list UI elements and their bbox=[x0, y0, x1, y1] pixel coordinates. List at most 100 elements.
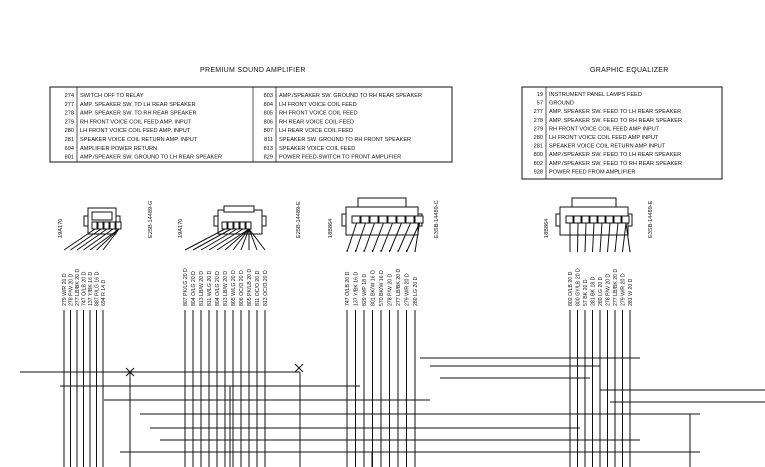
wire-label: 279 W/R 20 D bbox=[405, 273, 411, 306]
connector-pin bbox=[621, 215, 630, 224]
wire-label: 813 LB/W 20 D bbox=[223, 271, 229, 306]
wire-label: 804 O/LG 20 D bbox=[191, 271, 197, 306]
eq-legend-code: 800 bbox=[534, 152, 543, 158]
wire-label: 800 GY/LB 20 D bbox=[576, 268, 582, 306]
eq-legend-code: 278 bbox=[534, 118, 543, 124]
amp-legend-right-desc: SPEAKER VOICE COIL FEED bbox=[279, 146, 355, 152]
wire-label: 805 W/LG 20 D bbox=[231, 270, 237, 306]
connector-2-ref: 19A170 bbox=[178, 219, 184, 238]
wire bbox=[216, 228, 250, 251]
connector-1-part: E25B-14489-G bbox=[148, 201, 154, 238]
amp-title: PREMIUM SOUND AMPLIFIER bbox=[200, 67, 306, 74]
amp-legend-left-code: 281 bbox=[65, 137, 74, 143]
eq-legend-code: 281 bbox=[534, 144, 543, 150]
amp-legend-left-desc: SPEAKER VOICE COIL RETURN AMP. INPUT bbox=[80, 137, 198, 143]
amp-legend-left-desc: LH FRONT VOICE COIL FEED AMP. INPUT bbox=[80, 128, 191, 134]
wire bbox=[397, 222, 411, 253]
amp-legend-left-code: 279 bbox=[65, 119, 74, 125]
wire-label: 805 PK/LB 20 D bbox=[247, 269, 253, 306]
eq-legend-desc: AMP./SPEAKER SW. FEED TO LH REAR SPEAKER bbox=[549, 152, 681, 158]
wire bbox=[96, 228, 120, 251]
wire bbox=[614, 222, 619, 253]
eq-legend-desc: AMP. SPEAKER SW. FEED TO LH REAR SPEAKER bbox=[549, 109, 681, 115]
wire bbox=[224, 228, 250, 251]
wire-label: 570 BK/W 16 D bbox=[379, 270, 385, 306]
eq-legend-desc: LH FRONT VOICE COIL FEED AMP INPUT bbox=[549, 135, 659, 141]
amp-legend-right-desc: LH REAR VOICE COIL FEED bbox=[279, 128, 353, 134]
wire bbox=[248, 228, 266, 251]
connector-pin bbox=[221, 221, 228, 230]
connector-pin bbox=[396, 215, 406, 224]
eq-legend-code: 802 bbox=[534, 161, 543, 167]
wire-label: 806 OC/O 20 D bbox=[239, 270, 245, 306]
wire-label: 747 O/LB 20 D bbox=[345, 271, 351, 306]
connector-pin bbox=[115, 221, 122, 230]
wire bbox=[346, 222, 357, 253]
eq-legend-desc: AMP. SPEAKER SW. FEED TO RH REAR SPEAKER bbox=[549, 118, 682, 124]
amp-legend-right-code: 829 bbox=[264, 155, 273, 161]
wire bbox=[607, 222, 611, 253]
connector-1-ref: 19A170 bbox=[58, 219, 64, 238]
connector-pin bbox=[233, 221, 240, 230]
wire-label: 281 BK 18 D bbox=[591, 276, 597, 306]
wire-label: 278 P/W 20 D bbox=[69, 273, 75, 306]
connector-pin bbox=[387, 215, 397, 224]
amp-legend-right-desc: RH REAR VOICE COIL FEED bbox=[279, 119, 354, 125]
wire bbox=[355, 222, 366, 253]
amp-legend-right-desc: LH FRONT VOICE COIL FEED bbox=[279, 102, 357, 108]
eq-legend-code: 277 bbox=[534, 109, 543, 115]
wire-label: 811 OC/O 20 D bbox=[255, 270, 261, 306]
wire bbox=[622, 222, 627, 253]
amp-legend-left-desc: AMP./SPEAKER SW. GROUND TO LH REAR SPEAK… bbox=[80, 155, 222, 161]
routing-wires bbox=[20, 357, 765, 467]
eq-legend-desc: AMP./SPEAKER SW. FEED TO RH REAR SPEAKER bbox=[549, 161, 682, 167]
connector-pin bbox=[589, 215, 598, 224]
amp-legend-right-desc: POWER FEED-SWITCH TO FRONT AMPLIFIER bbox=[279, 155, 401, 161]
connector-pin bbox=[405, 215, 415, 224]
connector-pin bbox=[613, 215, 622, 224]
eq-title: GRAPHIC EQUALIZER bbox=[590, 67, 669, 74]
eq-legend-code: 279 bbox=[534, 126, 543, 132]
wire bbox=[208, 228, 244, 251]
eq-legend-code: 57 bbox=[537, 101, 543, 107]
wire bbox=[592, 222, 595, 253]
eq-legend-desc: RH FRONT VOICE COIL FEED AMP INPUT bbox=[549, 126, 660, 132]
wire bbox=[577, 222, 579, 253]
connector-pin bbox=[109, 221, 116, 230]
wire-label: 802 O/LB 20 D bbox=[568, 271, 574, 306]
amp-legend-right-code: 804 bbox=[264, 102, 273, 108]
amp-legend-left-code: 694 bbox=[65, 146, 74, 152]
amp-legend-left-code: 277 bbox=[65, 102, 74, 108]
amp-legend-left-code: 274 bbox=[65, 93, 74, 99]
wire bbox=[102, 228, 120, 251]
connector-pin bbox=[97, 221, 104, 230]
wire-label: 807 PK/LG 20 D bbox=[183, 268, 189, 306]
connector-pin bbox=[573, 215, 582, 224]
connector-pin bbox=[227, 221, 234, 230]
wire bbox=[363, 222, 375, 253]
wire bbox=[76, 228, 108, 251]
wire-label: 279 W/R 20 D bbox=[621, 273, 627, 306]
wire bbox=[584, 222, 587, 253]
eq-legend-desc: GROUND bbox=[549, 101, 574, 107]
eq-legend-code: 280 bbox=[534, 135, 543, 141]
wire-label: 813 LB/W 20 D bbox=[199, 271, 205, 306]
wire-label: 137 Y/BK 16 D bbox=[88, 272, 94, 306]
connector-pin bbox=[581, 215, 590, 224]
wire-label: 280 LG 20 D bbox=[413, 276, 419, 306]
amp-legend-left-code: 801 bbox=[65, 155, 74, 161]
amp-legend-right-desc: AMP./SPEAKER SW. GROUND TO RH REAR SPEAK… bbox=[279, 93, 422, 99]
wire-label: 804 O/LG 20 D bbox=[215, 271, 221, 306]
wire-label: 801 BK/W 16 D bbox=[371, 270, 377, 306]
connector-pin bbox=[245, 221, 252, 230]
connector-pin bbox=[378, 215, 388, 224]
amp-legend-left-desc: AMP. SPEAKER SW. TO LH REAR SPEAKER bbox=[80, 102, 196, 108]
connector-4-part: E3SB-14489-E bbox=[648, 200, 654, 238]
connector-2-part: E25B-14489-E bbox=[296, 201, 302, 238]
wire bbox=[200, 228, 238, 251]
